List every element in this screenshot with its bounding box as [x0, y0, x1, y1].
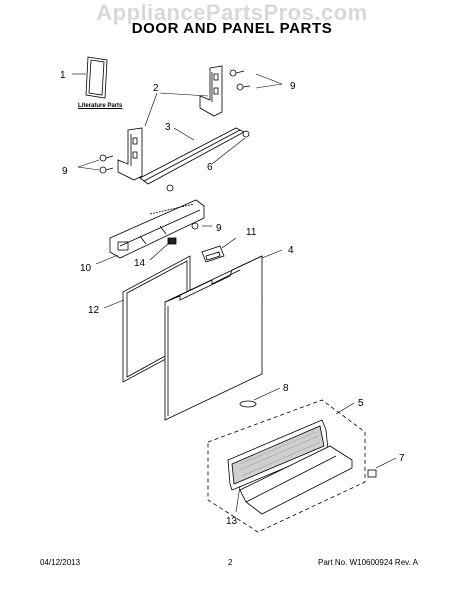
callout-9-top: 9: [290, 81, 296, 92]
callout-11: 11: [246, 227, 257, 238]
bottom-panel: [239, 445, 353, 515]
door-rail: [139, 127, 245, 185]
control-console: [109, 199, 205, 259]
hinge-bracket-lower: [117, 127, 143, 181]
callout-6: 6: [207, 162, 213, 173]
literature-booklet: [85, 56, 108, 99]
callout-1: 1: [60, 70, 66, 81]
footer-page: 2: [228, 558, 233, 567]
watermark: AppliancePartsPros.com: [96, 0, 368, 25]
switch-part: [167, 237, 177, 245]
door-panel: [164, 255, 263, 421]
callout-7: 7: [399, 453, 405, 464]
callout-4: 4: [288, 245, 294, 256]
callout-9-left: 9: [62, 166, 68, 177]
callout-3: 3: [165, 122, 171, 133]
callout-2: 2: [153, 83, 159, 94]
literature-parts-label: Literature Parts: [78, 103, 123, 109]
callout-9-mid: 9: [216, 223, 222, 234]
callout-5: 5: [358, 398, 364, 409]
footer-date: 04/12/2013: [40, 558, 81, 567]
page-title: DOOR AND PANEL PARTS: [131, 20, 333, 37]
callout-12: 12: [88, 305, 100, 316]
screws: [99, 69, 251, 230]
callout-14: 14: [134, 258, 146, 269]
callout-13: 13: [226, 516, 238, 527]
hinge-bracket-upper: [199, 65, 223, 117]
leader-lines: [72, 73, 397, 513]
end-cap: [367, 469, 377, 478]
callout-10: 10: [80, 263, 92, 274]
door-handle: [201, 245, 225, 263]
panel-clip: [239, 400, 257, 408]
callout-8: 8: [283, 383, 289, 394]
panel-kit-box: [207, 399, 366, 533]
footer-part-number: Part No. W10600924 Rev. A: [318, 558, 418, 567]
